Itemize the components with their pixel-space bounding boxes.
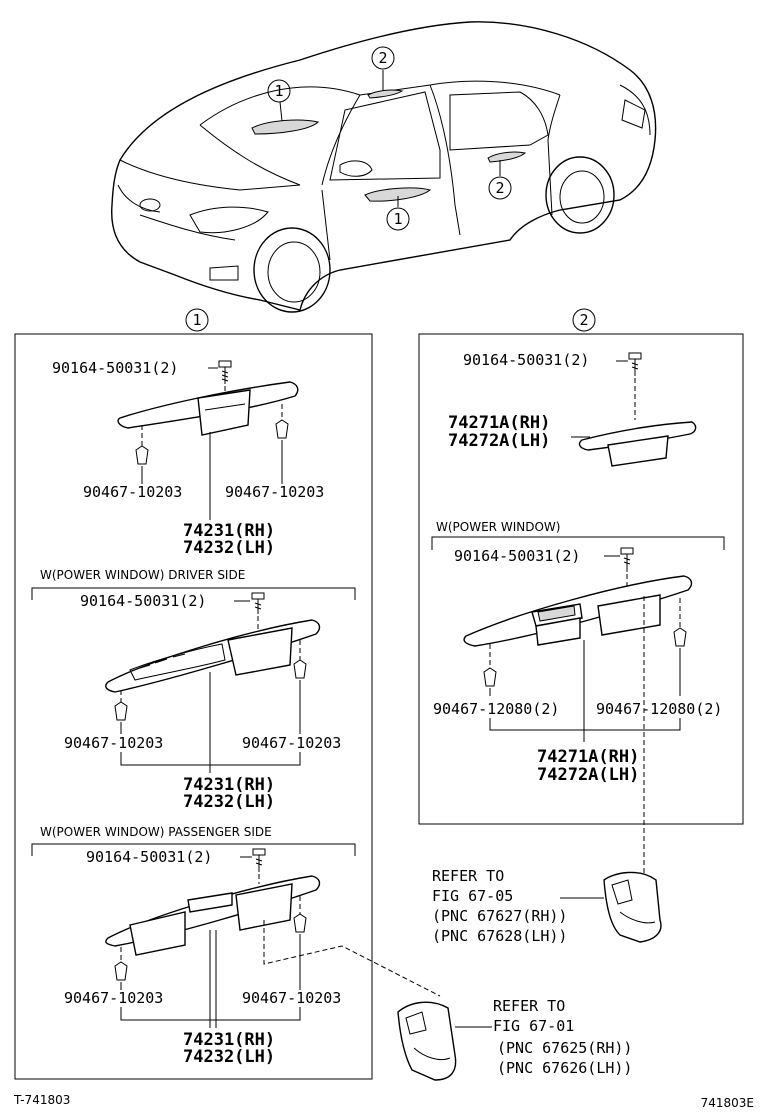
clip-icon — [114, 961, 128, 981]
callout-2-circle — [488, 176, 512, 200]
clip-icon — [135, 445, 149, 465]
clip-right-part-number: 90467-10203 — [225, 483, 324, 501]
part-lh-number: 74272A(LH) — [448, 431, 550, 451]
screw-part-number: 90164-50031(2) — [86, 848, 212, 866]
part-rh-number: 74231(RH) — [183, 1030, 275, 1050]
refer-fig: FIG 67-01 — [493, 1017, 574, 1035]
screw-icon — [620, 547, 634, 572]
refer-text: REFER TO — [493, 997, 565, 1015]
group-1-frame — [14, 333, 373, 1080]
screw-part-number: 90164-50031(2) — [80, 592, 206, 610]
clip-icon — [293, 913, 307, 933]
screw-part-number: 90164-50031(2) — [454, 547, 580, 565]
group-2-frame — [418, 333, 744, 825]
refer-pnc-lh: (PNC 67628(LH)) — [432, 927, 567, 945]
part-lh-number: 74232(LH) — [183, 538, 275, 558]
screw-part-number: 90164-50031(2) — [463, 351, 589, 369]
section-header: W(POWER WINDOW) DRIVER SIDE — [40, 568, 245, 582]
callout-1-label: 1 — [393, 210, 402, 228]
section-header: W(POWER WINDOW) PASSENGER SIDE — [40, 825, 272, 839]
clip-icon — [275, 419, 289, 439]
group-1-top-section: 90164-50031(2) 90467-10203 90467-10203 7… — [52, 359, 324, 558]
group-2-callout-label: 2 — [579, 311, 588, 329]
clip-icon — [293, 659, 307, 679]
screw-part-number: 90164-50031(2) — [52, 359, 178, 377]
clip-left-part-number: 90467-10203 — [83, 483, 182, 501]
door-trim-board-icon — [603, 871, 662, 943]
part-lh-number: 74232(LH) — [183, 1047, 275, 1067]
group-1-callout-circle — [185, 308, 209, 332]
part-rh-number: 74271A(RH) — [448, 413, 550, 433]
refer-pnc-rh: (PNC 67627(RH)) — [432, 907, 567, 925]
refer-pnc-rh: (PNC 67625(RH)) — [497, 1039, 632, 1057]
clip-icon — [114, 701, 128, 721]
clip-right-part-number: 90467-10203 — [242, 734, 341, 752]
door-trim-board-icon — [397, 1001, 457, 1081]
part-rh-number: 74271A(RH) — [537, 747, 639, 767]
section-header: W(POWER WINDOW) — [436, 520, 560, 534]
group-1-driver-section: W(POWER WINDOW) DRIVER SIDE 90164-50031(… — [31, 568, 356, 812]
screw-icon — [218, 360, 232, 384]
callout-2-circle — [371, 46, 395, 70]
clip-left-part-number: 90467-10203 — [64, 734, 163, 752]
callout-2-label: 2 — [495, 179, 504, 197]
refer-b-block: REFER TO FIG 67-01 (PNC 67625(RH)) (PNC … — [397, 997, 632, 1081]
clip-icon — [673, 627, 687, 647]
clip-right-part-number: 90467-12080(2) — [596, 700, 722, 718]
refer-text: REFER TO — [432, 867, 504, 885]
part-rh-number: 74231(RH) — [183, 521, 275, 541]
refer-a-block: REFER TO FIG 67-05 (PNC 67627(RH)) (PNC … — [432, 867, 662, 945]
door-trim-base — [578, 421, 697, 451]
screw-icon — [251, 592, 265, 614]
group-1-callout-label: 1 — [192, 311, 201, 329]
callout-1-circle — [267, 79, 291, 103]
clip-left-part-number: 90467-10203 — [64, 989, 163, 1007]
screw-icon — [252, 848, 266, 872]
part-lh-number: 74272A(LH) — [537, 765, 639, 785]
group-1-passenger-section: W(POWER WINDOW) PASSENGER SIDE 90164-500… — [31, 825, 441, 1067]
clip-right-part-number: 90467-10203 — [242, 989, 341, 1007]
refer-pnc-lh: (PNC 67626(LH)) — [497, 1059, 632, 1077]
clip-left-part-number: 90467-12080(2) — [433, 700, 559, 718]
footer-diagram-code: T-741803 — [13, 1093, 70, 1107]
group-2-power-section: W(POWER WINDOW) 90164-50031(2) 90467-120… — [431, 520, 725, 880]
refer-fig: FIG 67-05 — [432, 887, 513, 905]
part-lh-number: 74232(LH) — [183, 792, 275, 812]
part-rh-number: 74231(RH) — [183, 775, 275, 795]
callout-1-label: 1 — [274, 82, 283, 100]
clip-icon — [483, 667, 497, 687]
car-illustration: 1 2 1 2 — [111, 21, 657, 313]
group-2-callout-circle — [572, 308, 596, 332]
callout-2-label: 2 — [378, 49, 387, 67]
footer-image-code: 741803E — [701, 1096, 754, 1110]
callout-1-circle — [386, 207, 410, 231]
screw-icon — [628, 352, 642, 376]
group-2-top-section: 90164-50031(2) 74271A(RH) 74272A(LH) — [448, 351, 697, 467]
